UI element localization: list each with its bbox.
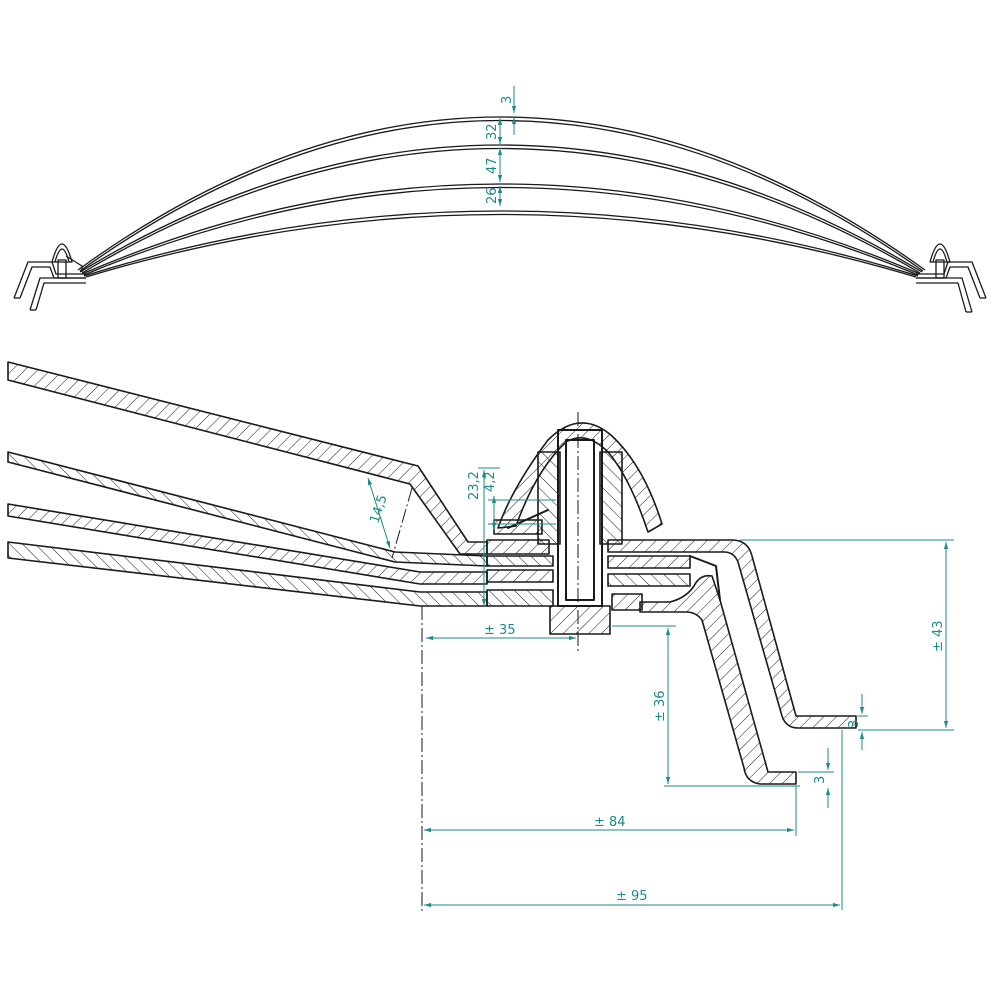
dim-36: ± 36 [653,690,668,722]
detail-dimensions: 14,5 23,2 4,2 ± 35 ± 43 ± 36 [367,467,954,910]
dim-43: ± 43 [931,620,946,652]
dome-layer-inner [83,210,919,278]
dim-3-lower: 3 [813,776,828,784]
right-upstand [916,243,987,313]
dome-overview: 3 32 47 26 [13,86,987,313]
rib-center [391,487,413,559]
bolt [549,429,611,635]
upstand-outer [607,539,857,729]
dome-layer-outer [77,116,926,272]
detail-section: 14,5 23,2 4,2 ± 35 ± 43 ± 36 [7,361,954,912]
dome-layer-3 [81,183,921,276]
dome-layer-2 [79,144,923,274]
upstand-inner [639,574,797,785]
clamp-stack [486,519,554,607]
dim-95: ± 95 [616,889,648,904]
dim-overview-47: 47 [485,157,500,174]
left-upstand [13,243,86,311]
dim-overview-26: 26 [485,187,500,204]
dim-4-2: 4,2 [483,471,498,492]
dim-23-2: 23,2 [467,471,482,500]
dim-35: ± 35 [484,623,516,638]
right-clamp-plates [607,555,691,611]
dim-overview-3: 3 [500,96,515,104]
dim-84: ± 84 [594,815,626,830]
overview-dimensions: 3 32 47 26 [485,86,517,206]
dim-overview-32: 32 [485,123,500,140]
layer-3-section [7,503,488,585]
dim-3-upper: 3 [847,720,862,728]
dim-14-5: 14,5 [368,493,391,525]
